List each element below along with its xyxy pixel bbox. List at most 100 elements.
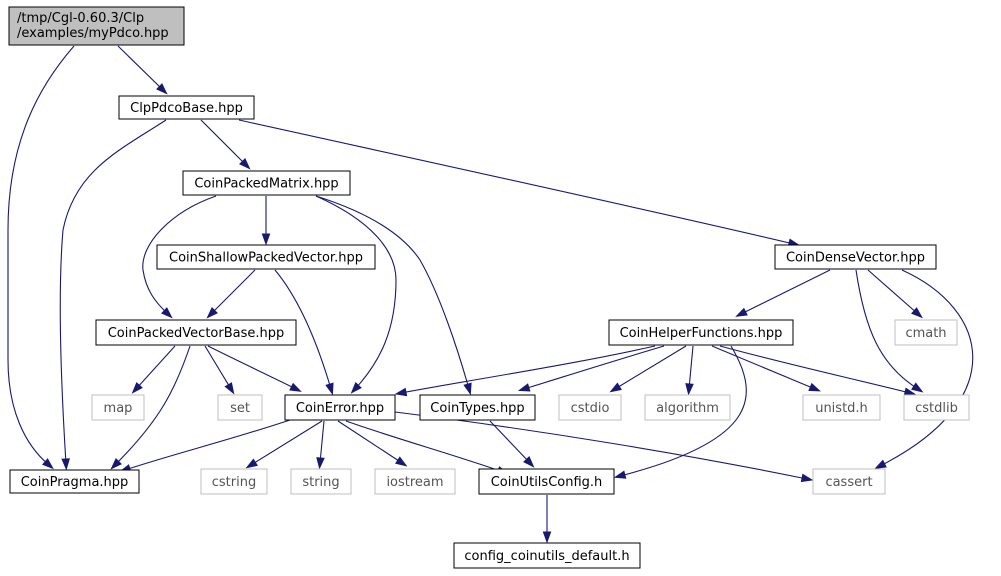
node-clppdcobase[interactable]: ClpPdcoBase.hpp [118,95,255,120]
edge-coinpackedvectorbase-to-coinpragma [110,345,191,470]
node-coinpackedmatrix[interactable]: CoinPackedMatrix.hpp [182,170,351,196]
node-coinpackedvectorbase[interactable]: CoinPackedVectorBase.hpp [95,319,297,346]
node-coinpragma[interactable]: CoinPragma.hpp [9,469,140,494]
edge-coinpackedmatrix-to-coinpackedvectorbase [142,195,217,319]
node-box [182,170,351,196]
node-box [812,468,886,495]
node-label: CoinPragma.hpp [21,475,129,490]
arrowhead [609,382,622,393]
node-label: CoinShallowPackedVector.hpp [169,251,363,266]
edge-line [204,345,232,390]
node-box [903,394,970,421]
edge-coinhelperfunctions-to-cstdio [609,345,687,393]
arrowhead [325,382,334,396]
node-coinhelperfunctions[interactable]: CoinHelperFunctions.hpp [608,319,794,346]
node-box [290,468,352,495]
node-label: CoinDenseVector.hpp [786,251,925,266]
edge-coinpackedmatrix-to-coinerror [315,195,397,394]
edge-coinhelperfunctions-to-algorithm [685,345,694,396]
edge-line [59,119,167,465]
nodes-layer: /tmp/Cgl-0.60.3/Clp/examples/myPdco.hppC… [8,6,970,569]
edge-coinerror-to-string [316,420,325,470]
edge-coindensevector-to-coinhelperfunctions [735,269,831,317]
arrowhead [289,382,302,392]
edge-line [7,45,75,466]
edge-coinpackedmatrix-to-coinshallowpackedvector [261,196,271,246]
edge-line [142,195,217,315]
node-coinerror[interactable]: CoinError.hpp [284,394,396,421]
edge-line [315,195,470,390]
edge-clppdcobase-to-coinpragma [59,119,167,471]
arrowhead [542,531,552,544]
edge-coinpackedmatrix-to-cointypes [315,195,472,396]
node-cassert: cassert [812,468,886,495]
edge-line [879,269,974,467]
node-root: /tmp/Cgl-0.60.3/Clp/examples/myPdco.hpp [8,6,185,46]
node-label: config_coinutils_default.h [464,549,629,564]
node-label: CoinPackedVectorBase.hpp [108,326,285,341]
node-box [9,469,140,494]
edge-line [740,269,831,315]
arrowhead [808,382,821,392]
arrowhead [245,458,258,469]
arrowhead [131,382,143,394]
edge-coinshallowpackedvector-to-coinerror [274,269,334,396]
edge-coinerror-to-cstring [245,420,323,469]
node-label: CoinTypes.hpp [430,401,524,416]
node-label: cmath [905,326,946,341]
node-cmath: cmath [894,319,958,346]
edge-line [619,345,747,477]
edge-line [400,345,656,394]
node-string: string [290,468,352,495]
edge-line [345,420,504,473]
node-box [118,95,255,120]
edge-coinpackedvectorbase-to-map [131,345,176,394]
node-coinutilsconfig[interactable]: CoinUtilsConfig.h [478,468,615,495]
node-box [284,394,396,421]
edge-cointypes-to-coinutilsconfig [489,420,535,468]
edge-line [210,269,256,315]
node-configdefault[interactable]: config_coinutils_default.h [453,542,641,569]
node-label: cstdlib [915,401,958,416]
node-label: CoinHelperFunctions.hpp [620,326,783,341]
node-box [802,394,881,421]
edge-root-to-coinpragma [7,45,75,470]
node-label: cstdio [571,401,610,416]
edge-coinhelperfunctions-to-cstdlib [719,345,917,396]
node-label: set [230,401,250,416]
edge-line [867,269,919,315]
edge-line [117,45,164,91]
node-iostream: iostream [374,468,456,495]
edge-coindensevector-to-cassert [874,269,974,469]
node-box [95,319,297,346]
node-box [894,319,958,346]
node-label: CoinUtilsConfig.h [491,475,603,490]
node-coinshallowpackedvector[interactable]: CoinShallowPackedVector.hpp [156,244,376,270]
edge-line [315,195,397,390]
arrowhead [156,83,168,95]
edge-coinpackedvectorbase-to-set [204,345,235,395]
edge-line [274,269,332,390]
node-box [8,6,185,46]
node-label: /examples/myPdco.hpp [17,26,169,41]
edge-coinpackedvectorbase-to-coinerror [207,345,302,392]
node-label: algorithm [656,401,719,416]
arrowhead [517,383,531,392]
edges-layer [7,45,974,544]
node-label: unistd.h [815,401,868,416]
edge-coinhelperfunctions-to-coinerror [394,345,656,397]
arrowhead [911,382,924,393]
edge-clppdcobase-to-coinpackedmatrix [200,119,251,170]
node-box [200,468,268,495]
arrowhead [61,458,70,471]
node-box [374,468,456,495]
node-coindensevector[interactable]: CoinDenseVector.hpp [774,244,937,270]
edge-root-to-clppdcobase [117,45,168,95]
node-cointypes[interactable]: CoinTypes.hpp [419,394,536,421]
edge-line [719,345,911,394]
edge-line [238,119,795,245]
arrowhead [42,458,54,470]
arrowhead [735,307,748,317]
node-cstdio: cstdio [558,394,622,421]
